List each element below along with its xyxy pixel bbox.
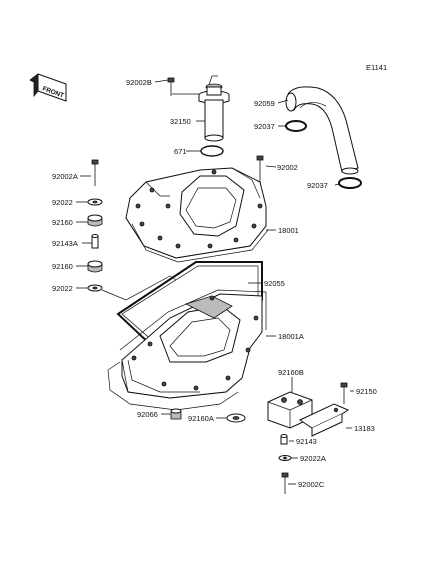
label-92022-top: 92022 xyxy=(52,198,73,207)
damper-92160-top xyxy=(87,214,103,227)
collar-92143 xyxy=(280,434,288,445)
label-18001a: 18001A xyxy=(278,332,304,341)
label-92160b: 92160B xyxy=(278,368,304,377)
leader-lines xyxy=(76,79,354,485)
label-92160-mid: 92160 xyxy=(52,262,73,271)
clamp-92037-top xyxy=(285,120,307,132)
washer-92022-mid xyxy=(87,284,103,292)
label-92059: 92059 xyxy=(254,99,275,108)
label-671: 671 xyxy=(174,147,187,156)
bracket-13183 xyxy=(298,403,350,437)
bolt-92002b xyxy=(167,77,175,96)
label-92143: 92143 xyxy=(296,437,317,446)
bolt-92002a xyxy=(91,159,99,186)
label-92022a: 92022A xyxy=(300,454,326,463)
intake-tube xyxy=(172,75,230,142)
diagram-code: E1141 xyxy=(366,63,387,72)
assembly-line-left xyxy=(101,275,177,301)
label-13183: 13183 xyxy=(354,424,375,433)
damper-92160-mid xyxy=(87,260,103,273)
o-ring-671 xyxy=(200,145,224,157)
label-92055: 92055 xyxy=(264,279,285,288)
collar-92143a xyxy=(91,234,99,249)
washer-92022a xyxy=(278,455,292,461)
label-92022-mid: 92022 xyxy=(52,284,73,293)
label-92150: 92150 xyxy=(356,387,377,396)
upper-cover-18001 xyxy=(125,167,269,263)
lower-case-18001a xyxy=(107,289,267,411)
washer-92022-top xyxy=(87,198,103,206)
bolt-92002 xyxy=(256,155,264,182)
label-92002b: 92002B xyxy=(126,78,152,87)
bolt-92002c xyxy=(281,472,289,494)
damper-92160a xyxy=(226,413,246,423)
clamp-92037-bottom xyxy=(338,177,362,189)
label-92002: 92002 xyxy=(277,163,298,172)
label-92143a: 92143A xyxy=(52,239,78,248)
label-92160a: 92160A xyxy=(188,414,214,423)
label-92066: 92066 xyxy=(137,410,158,419)
label-92002c: 92002C xyxy=(298,480,325,489)
label-18001: 18001 xyxy=(278,226,299,235)
bolt-92150 xyxy=(340,382,348,404)
front-arrow-icon: FRONT xyxy=(29,73,67,102)
label-32150: 32150 xyxy=(170,117,191,126)
label-92160-top: 92160 xyxy=(52,218,73,227)
cap-92066 xyxy=(170,408,182,420)
label-92037-top: 92037 xyxy=(254,122,275,131)
label-92002a: 92002A xyxy=(52,172,78,181)
label-92037-bottom: 92037 xyxy=(307,181,328,190)
hose-92059 xyxy=(285,86,359,175)
